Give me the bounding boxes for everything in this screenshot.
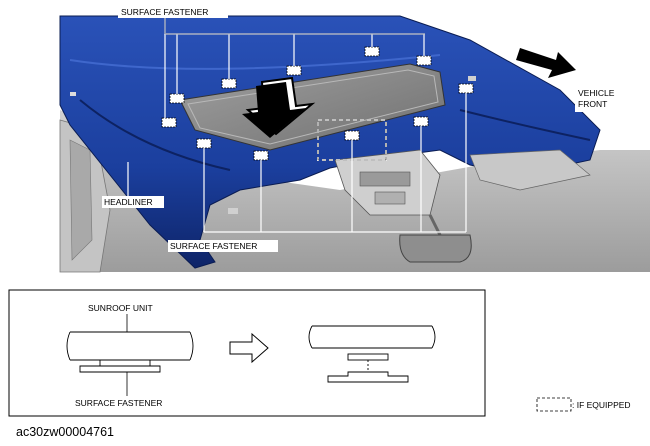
surface-fastener-marker — [364, 46, 380, 57]
clip-hole — [468, 76, 476, 81]
sunroof-unit-label: SUNROOF UNIT — [88, 303, 153, 313]
detail-after — [308, 325, 436, 383]
vehicle-interior-illustration — [59, 15, 650, 273]
headliner-ridge-1 — [69, 54, 441, 70]
detail-before — [66, 331, 194, 373]
surface-fastener-marker — [221, 78, 237, 89]
clip-hole — [228, 208, 238, 214]
figure-code: ac30zw00004761 — [16, 425, 114, 439]
pillar-left-inner — [69, 139, 93, 261]
headliner-label: HEADLINER — [104, 197, 153, 207]
vehicle-front-label-line1: VEHICLE — [578, 88, 615, 98]
surface-fastener-marker — [458, 83, 474, 94]
sun-visor — [469, 149, 591, 191]
overhead-console — [334, 149, 441, 216]
transition-arrow — [229, 332, 269, 364]
install-direction-arrow — [242, 76, 316, 138]
vehicle-front-label-line2: FRONT — [578, 99, 607, 109]
clip-hole — [70, 92, 76, 96]
sunroof-frame — [187, 69, 439, 145]
surface-fastener-label-bottom: SURFACE FASTENER — [170, 241, 257, 251]
sunroof-unit — [179, 63, 446, 151]
detail-panel — [8, 289, 486, 417]
vehicle-front-arrow — [516, 48, 576, 78]
surface-fastener-marker — [161, 117, 177, 128]
fastener-markers — [161, 46, 474, 161]
surface-fastener-marker — [413, 116, 429, 127]
surface-fastener-label-top: SURFACE FASTENER — [121, 7, 208, 17]
surface-fastener-marker — [286, 65, 302, 76]
surface-fastener-marker — [416, 55, 432, 66]
surface-fastener-detail-label: SURFACE FASTENER — [75, 398, 162, 408]
surface-fastener-marker — [253, 150, 269, 161]
surface-fastener-marker — [344, 130, 360, 141]
leader-lines-bottom — [203, 93, 467, 233]
if-equipped-legend-label: : IF EQUIPPED — [572, 400, 631, 410]
surface-fastener-marker — [169, 93, 185, 104]
if-equipped-legend-box — [536, 397, 572, 412]
headliner-ridge-3 — [459, 109, 591, 141]
surface-fastener-marker — [196, 138, 212, 149]
headliner-ridge-2 — [79, 99, 231, 171]
